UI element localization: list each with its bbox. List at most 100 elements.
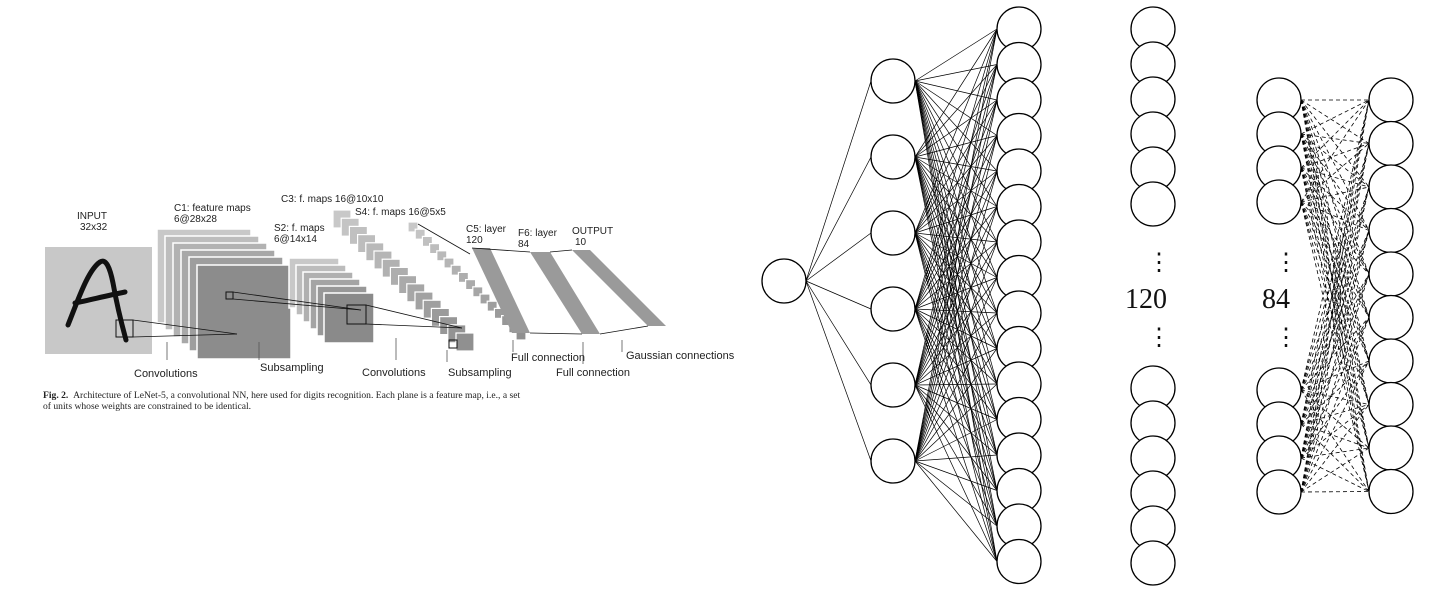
output-node	[1368, 120, 1414, 167]
edge-hidden-layer2	[914, 308, 998, 562]
edge-84-output	[1300, 273, 1370, 459]
edge-hidden-layer2	[914, 232, 998, 527]
c5-size: 120	[466, 235, 483, 246]
edge-hidden-layer2	[914, 454, 998, 462]
edge-84-output	[1300, 133, 1370, 405]
edge-input-hidden	[805, 280, 872, 462]
edge-84-output	[1300, 201, 1370, 449]
input-node	[761, 258, 807, 304]
edge-hidden-layer2	[914, 80, 998, 314]
c5-layer	[472, 248, 530, 333]
edge-hidden-layer2	[914, 28, 998, 386]
edge-84-output	[1300, 186, 1370, 493]
caption-prefix: Fig. 2.	[43, 390, 69, 401]
layer-84-label: 84	[1262, 284, 1290, 315]
edge-hidden-layer2	[914, 28, 998, 462]
edge-84-output	[1300, 99, 1370, 459]
s2-size: 6@14x14	[274, 234, 317, 245]
edge-84-output	[1300, 230, 1370, 493]
edge-84-output	[1300, 99, 1370, 425]
edge-hidden-layer2	[914, 232, 998, 278]
edge-84-output	[1300, 99, 1370, 169]
edge-84-output	[1300, 99, 1370, 144]
output-size: 10	[575, 237, 587, 248]
edge-84-output	[1300, 133, 1370, 231]
edge-84-output	[1300, 447, 1370, 459]
hidden-node	[870, 134, 916, 180]
edge-hidden-layer2	[914, 232, 998, 491]
edge-84-output	[1300, 167, 1370, 362]
edge-hidden-layer2	[914, 308, 998, 314]
edge-hidden-layer2	[914, 348, 998, 386]
edge-hidden-layer2	[914, 99, 998, 462]
edge-hidden-layer2	[914, 80, 998, 456]
output-node	[1368, 164, 1414, 210]
layer-120-label: 120	[1125, 284, 1167, 315]
edge-84-output	[1300, 201, 1370, 405]
edge-84-output	[1300, 230, 1370, 391]
edge-hidden-layer2	[914, 156, 998, 420]
edge-84-output	[1300, 99, 1370, 188]
edge-hidden-layer2	[914, 156, 998, 172]
edge-hidden-layer2	[914, 80, 998, 207]
edge-hidden-layer2	[914, 170, 998, 386]
hidden-node	[870, 210, 916, 256]
edge-hidden-layer2	[914, 156, 998, 207]
output-layer	[572, 250, 666, 326]
edge-hidden-layer2	[914, 384, 998, 491]
handwritten-a-glyph	[65, 258, 129, 343]
edge-84-output	[1300, 230, 1370, 459]
edge-hidden-layer2	[914, 64, 998, 234]
edge-hidden-layer2	[914, 80, 998, 562]
output-node	[1368, 207, 1414, 254]
edge-hidden-layer2	[914, 170, 998, 310]
edge-hidden-layer2	[914, 156, 998, 562]
caption-text: Architecture of LeNet-5, a convolutional…	[43, 390, 521, 412]
edge-hidden-layer2	[914, 308, 998, 456]
edge-hidden-layer2	[914, 64, 998, 158]
layer-120-ellipsis-bottom: ⋮	[1147, 325, 1171, 351]
edge-hidden-layer2	[914, 80, 998, 101]
edge-hidden-layer2	[914, 232, 998, 420]
edge-hidden-layer2	[914, 80, 998, 349]
edge-84-output	[1300, 317, 1370, 459]
s4-feature-map	[436, 250, 448, 262]
edge-84-output	[1300, 201, 1370, 492]
edge-hidden-layer2	[914, 28, 998, 310]
edge-84-output	[1300, 133, 1370, 275]
edge-hidden-layer2	[914, 384, 998, 562]
c3-label: C3: f. maps 16@10x10	[281, 194, 384, 205]
edge-hidden-layer2	[914, 135, 998, 158]
edge-input-hidden	[805, 156, 872, 282]
edge-hidden-layer2	[914, 383, 998, 462]
op-gaussian-connections: Gaussian connections	[626, 350, 735, 362]
output-node	[1368, 338, 1414, 384]
edge-hidden-layer2	[914, 384, 998, 456]
edge-hidden-layer2	[914, 232, 998, 562]
layer-120-ellipsis-top: ⋮	[1147, 250, 1171, 276]
edge-84-output	[1300, 133, 1370, 362]
op-full-connection-2: Full connection	[556, 367, 630, 379]
edge-84-output	[1300, 143, 1370, 169]
c1-label: C1: feature maps	[174, 203, 251, 214]
layer-84-ellipsis-bottom: ⋮	[1274, 325, 1298, 351]
edge-84-output	[1300, 360, 1370, 391]
hidden-node	[870, 286, 916, 332]
edge-84-output	[1300, 143, 1370, 459]
edge-hidden-layer2	[914, 241, 998, 462]
edge-hidden-layer2	[914, 170, 998, 234]
edge-hidden-layer2	[914, 277, 998, 462]
edge-hidden-layer2	[914, 460, 998, 562]
output-node	[1368, 381, 1414, 428]
s4-feature-map	[421, 235, 433, 247]
edge-hidden-layer2	[914, 232, 998, 349]
edge-hidden-layer2	[914, 64, 998, 462]
edge-hidden-layer2	[914, 80, 998, 243]
edge-hidden-layer2	[914, 170, 998, 462]
edge-hidden-layer2	[914, 156, 998, 243]
edge-84-output	[1300, 273, 1370, 493]
layer-84-ellipsis-top: ⋮	[1274, 250, 1298, 276]
edge-hidden-layer2	[914, 99, 998, 310]
edge-84-output	[1300, 230, 1370, 425]
